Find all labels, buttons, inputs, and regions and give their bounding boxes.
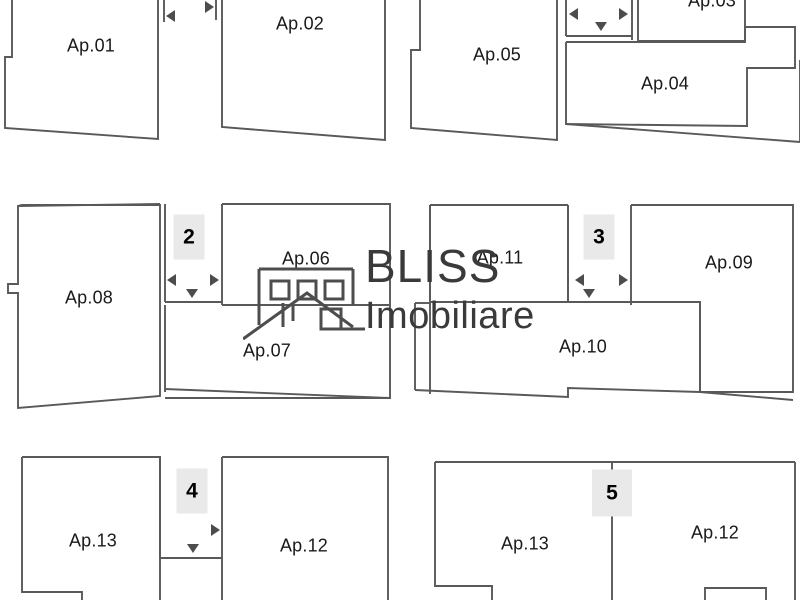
unit-label-ap06: Ap.06 <box>281 248 331 269</box>
unit-outline-ap10-bottom <box>414 387 701 398</box>
stair-badge-4[interactable]: 4 <box>176 468 208 514</box>
unit-label-ap13-left: Ap.13 <box>68 530 118 551</box>
unit-label-ap09: Ap.09 <box>704 252 754 273</box>
unit-outline-ap10 <box>430 301 701 392</box>
unit-label-ap12-right: Ap.12 <box>690 522 740 543</box>
stair-badge-2[interactable]: 2 <box>173 214 205 260</box>
unit-label-ap13-right: Ap.13 <box>500 533 550 554</box>
unit-label-ap10: Ap.10 <box>558 336 608 357</box>
stair-badge-3[interactable]: 3 <box>583 214 615 260</box>
unit-outline-ap13-right-left-wall <box>434 462 493 600</box>
unit-label-ap11: Ap.11 <box>476 247 524 268</box>
unit-outline-ap04 <box>565 26 796 127</box>
unit-label-ap04: Ap.04 <box>640 73 690 94</box>
unit-label-ap02: Ap.02 <box>275 13 325 34</box>
unit-label-ap07: Ap.07 <box>242 340 292 361</box>
unit-outline-ap09 <box>631 204 794 393</box>
unit-outline-ap09-bottom <box>699 391 794 401</box>
stair-badge-5[interactable]: 5 <box>592 469 632 517</box>
unit-outline-ap08 <box>7 204 161 410</box>
unit-outline-ap08-top <box>17 203 161 207</box>
unit-outline-ap06-ap07 <box>165 203 391 399</box>
unit-outline-ap05 <box>410 0 558 142</box>
unit-outline-ap06-ap07-bottom <box>164 388 391 399</box>
unit-outline-ap01 <box>4 0 159 141</box>
unit-outline-ap13-left-wall <box>21 457 83 600</box>
unit-label-ap12-left: Ap.12 <box>279 535 329 556</box>
unit-outline-ap12-left <box>222 456 389 600</box>
unit-outline-ap02 <box>221 0 386 142</box>
unit-outline-ap04-lower <box>565 123 800 143</box>
unit-label-ap01: Ap.01 <box>66 35 116 56</box>
unit-label-ap08: Ap.08 <box>64 287 114 308</box>
unit-outline-ap12-right-notch <box>704 587 767 600</box>
unit-outline-ap03 <box>637 0 746 42</box>
unit-label-ap03: Ap.03 <box>687 0 737 11</box>
unit-outline-ap13-left <box>22 456 161 600</box>
unit-label-ap05: Ap.05 <box>472 44 522 65</box>
